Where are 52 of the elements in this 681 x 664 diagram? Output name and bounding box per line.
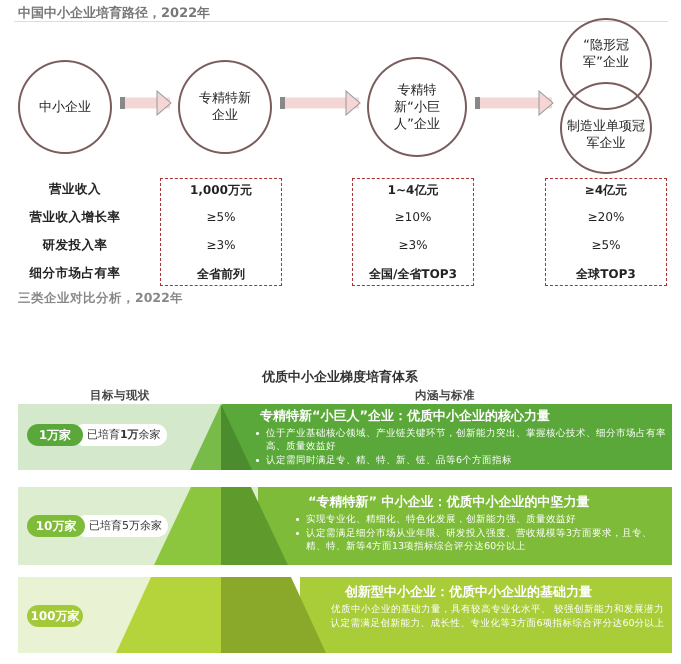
criteria-value: 1~4亿元	[386, 182, 440, 199]
caption: 三类企业对比分析，2022年	[18, 290, 183, 307]
panel-text: 认定需满足细分市场从业年限、研发投入强度、营收规模等3方面要求，且专、精、特、新等4方面13项指标综合评分达60分以上	[306, 527, 654, 553]
criteria-box	[352, 178, 474, 286]
count-badge: 100万家	[27, 605, 83, 627]
stage-circle	[560, 18, 652, 110]
stage-label: 制造业单项冠军企业	[566, 118, 646, 152]
count-badge: 1万家	[27, 424, 83, 446]
panel-heading: 创新型中小企业：优质中小企业的基础力量	[345, 584, 592, 601]
standard-panel	[258, 487, 672, 565]
criteria-value: ≥3%	[397, 238, 429, 252]
criteria-value: 全省前列	[196, 266, 246, 283]
criteria-value: ≥5%	[590, 238, 622, 252]
panel-text: 认定需满足创新能力、成长性、专业化等3方面6项指标综合评分达60分以上	[329, 617, 666, 630]
panel-text: 位于产业基础核心领域、产业链关键环节，创新能力突出、掌握核心技术、细分市场占有率高、质量效益好	[266, 427, 667, 453]
criteria-value: 全国/全省TOP3	[368, 266, 458, 283]
block-arrow	[120, 90, 172, 116]
section-heading: 优质中小企业梯度培育体系	[260, 368, 419, 386]
panel-text: 实现专业化、精细化、特色化发展，创新能力强、质量效益好	[306, 513, 577, 526]
stage-circle	[178, 60, 272, 154]
stage-label: 中小企业	[39, 98, 91, 116]
column-heading: 目标与现状	[89, 388, 151, 403]
panel-text: 认定需同时满足专、精、特、新、链、品等6个方面指标	[266, 454, 514, 467]
row-label: 营业收入增长率	[28, 209, 122, 226]
row-label: 营业收入	[48, 181, 102, 198]
row-label: 研发投入率	[41, 237, 108, 254]
criteria-box	[160, 178, 282, 286]
block-arrow	[475, 90, 554, 116]
panel-heading: “专精特新” 中小企业：优质中小企业的中坚力量	[308, 494, 590, 511]
standard-panel	[300, 577, 672, 653]
criteria-value: 1,000万元	[189, 182, 253, 199]
criteria-value: 全球TOP3	[575, 266, 637, 283]
stage-label: 专精特新“小巨人”企业	[393, 82, 441, 132]
standard-panel	[222, 404, 672, 470]
criteria-value: ≥20%	[586, 210, 626, 224]
chart-title: 中国中小企业培育路径，2022年	[18, 4, 210, 22]
stage-circle	[367, 57, 467, 157]
stage-label: “隐形冠军”企业	[582, 37, 630, 71]
criteria-value: ≥5%	[205, 210, 237, 224]
criteria-box	[545, 178, 667, 286]
criteria-value: ≥4亿元	[584, 182, 628, 199]
stage-label: 专精特新企业	[198, 90, 252, 124]
criteria-value: ≥10%	[394, 210, 432, 224]
stage-circle	[560, 82, 652, 174]
block-arrow	[280, 90, 360, 116]
criteria-value: ≥3%	[205, 238, 237, 252]
panel-text: 优质中小企业的基础力量，具有较高专业化水平、 较强创新能力和发展潜力	[330, 603, 666, 616]
row-label: 细分市场占有率	[28, 265, 122, 282]
panel-heading: 专精特新“小巨人”企业：优质中小企业的核心力量	[260, 408, 550, 425]
stage-circle	[18, 60, 112, 154]
column-heading: 内涵与标准	[414, 388, 476, 403]
count-badge: 10万家	[27, 515, 85, 537]
